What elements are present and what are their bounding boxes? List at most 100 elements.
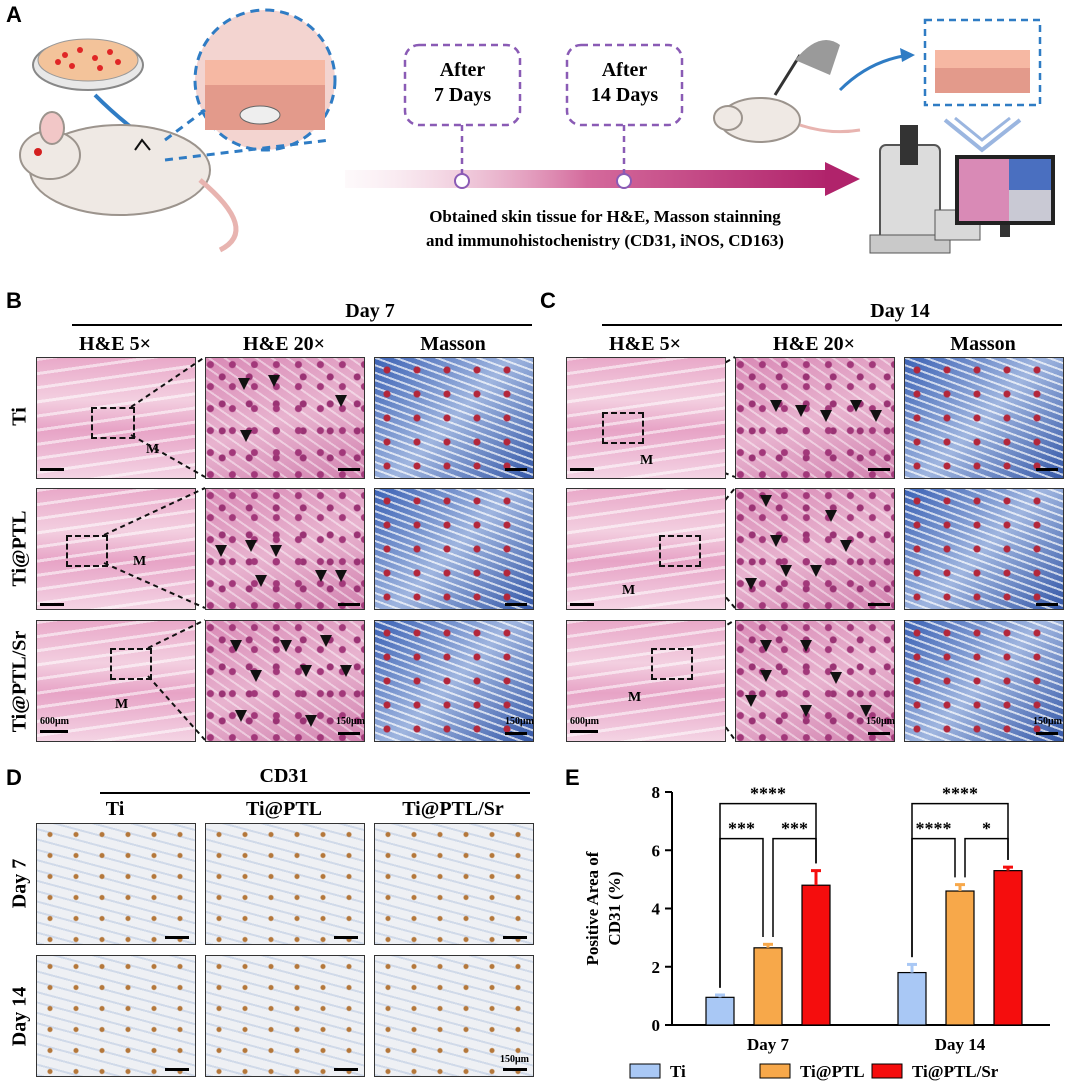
pointer-icon (300, 665, 312, 677)
pointer-icon (770, 400, 782, 412)
scale-bar (338, 603, 360, 606)
panel-c-col-2: Masson (950, 333, 1016, 355)
y-tick-label: 6 (652, 841, 661, 860)
timeline-arrowhead (825, 162, 860, 196)
scale-bar (165, 1068, 189, 1071)
callout-14-days (565, 43, 684, 127)
panel-b-col-0: H&E 5× (79, 333, 151, 355)
panel-b-row-1: Ti@PTL (8, 510, 31, 587)
pointer-icon (230, 640, 242, 652)
pointer-icon (745, 578, 757, 590)
panel-d-col-2: Ti@PTL/Sr (402, 798, 504, 820)
micrograph-masson-tiptl-d14 (904, 488, 1064, 610)
micrograph-he5-tiptl-d14 (566, 488, 726, 610)
scale-bar (570, 730, 598, 733)
m-label: M (146, 442, 160, 457)
micrograph-cd31-ti-d14 (36, 955, 196, 1077)
pointer-icon (305, 715, 317, 727)
panel-c-col-0: H&E 5× (609, 333, 681, 355)
pointer-icon (270, 545, 282, 557)
pointer-icon (820, 410, 832, 422)
bar-Ti (705, 996, 735, 1026)
scale-bar (570, 468, 594, 471)
panel-b-row-2: Ti@PTL/Sr (8, 630, 31, 733)
panel-d-col-1: Ti@PTL (245, 798, 323, 820)
pointer-icon (240, 430, 252, 442)
callout-14-line1: After (601, 59, 648, 81)
pointer-icon (770, 535, 782, 547)
y-tick-label: 4 (652, 900, 661, 919)
pointer-icon (235, 710, 247, 722)
pointer-icon (250, 670, 262, 682)
scale-bar (338, 468, 360, 471)
timeline-bar (345, 170, 830, 188)
legend-swatch-Ti@PTL/Sr (871, 1063, 903, 1079)
scale-bar (338, 732, 360, 735)
legend-label: Ti@PTL/Sr (912, 1062, 999, 1081)
panel-d-rule (100, 792, 530, 794)
pointer-icon (825, 510, 837, 522)
legend-label: Ti (670, 1062, 686, 1081)
scale-bar (505, 468, 527, 471)
micrograph-he5-ti-d14 (566, 357, 726, 479)
pointer-icon (840, 540, 852, 552)
x-tick-label: Day 7 (747, 1035, 790, 1054)
significance-bracket (964, 837, 1009, 878)
bar-Ti@PTL (945, 890, 975, 1026)
scale-bar (505, 732, 527, 735)
significance-label: *** (728, 819, 755, 839)
panel-d-col-0: Ti (105, 798, 125, 820)
m-label: M (628, 690, 642, 705)
bar-Ti (897, 971, 927, 1026)
micrograph-cd31-tiptlsr-d7 (374, 823, 534, 945)
significance-bracket (719, 837, 764, 988)
callout-14-line2: 14 Days (590, 84, 659, 106)
scale-text-600: 600μm (570, 716, 599, 727)
panel-c-col-1: H&E 20× (773, 333, 855, 355)
zoom-box (651, 648, 693, 680)
micrograph-masson-ti-d7 (374, 357, 534, 479)
micrograph-he5-tiptl-d7 (36, 488, 196, 610)
scale-bar (40, 468, 64, 471)
scale-bar (503, 1068, 527, 1071)
pointer-icon (315, 570, 327, 582)
scale-bar (40, 603, 64, 606)
callout-7-line1: After (439, 59, 486, 81)
pointer-icon (760, 495, 772, 507)
panel-c-title: Day 14 (870, 300, 930, 322)
scale-bar (868, 732, 890, 735)
bar-Ti@PTL (753, 947, 783, 1026)
scale-text-150: 150μm (336, 716, 365, 727)
pointer-icon (795, 405, 807, 417)
panel-b-title: Day 7 (345, 300, 395, 322)
scale-text-150: 150μm (1033, 716, 1062, 727)
callout-7-line2: 7 Days (433, 84, 492, 106)
pointer-icon (245, 540, 257, 552)
significance-label: **** (942, 784, 978, 804)
significance-bracket (772, 837, 817, 938)
scale-bar (1036, 468, 1058, 471)
pointer-icon (335, 570, 347, 582)
panel-label-b: B (6, 288, 22, 313)
scale-bar (505, 603, 527, 606)
pointer-icon (860, 705, 872, 717)
callout-7-text: After 7 Days (405, 58, 520, 108)
scale-bar (868, 603, 890, 606)
callout-7-days (403, 43, 522, 127)
significance-label: **** (750, 784, 786, 804)
pointer-icon (320, 635, 332, 647)
pointer-icon (760, 640, 772, 652)
pointer-icon (830, 672, 842, 684)
pointer-icon (760, 670, 772, 682)
callout-14-text: After 14 Days (567, 58, 682, 108)
caption-line2: and immunohistochenistry (CD31, iNOS, CD… (426, 231, 784, 250)
zoom-box (602, 412, 644, 444)
panel-b-col-2: Masson (420, 333, 486, 355)
m-label: M (640, 453, 654, 468)
scale-bar (334, 1068, 358, 1071)
surgery-icon (713, 40, 861, 143)
micrograph-he20-tiptl-d7 (205, 488, 365, 610)
microscope-icon (869, 125, 951, 254)
m-label: M (622, 583, 636, 598)
